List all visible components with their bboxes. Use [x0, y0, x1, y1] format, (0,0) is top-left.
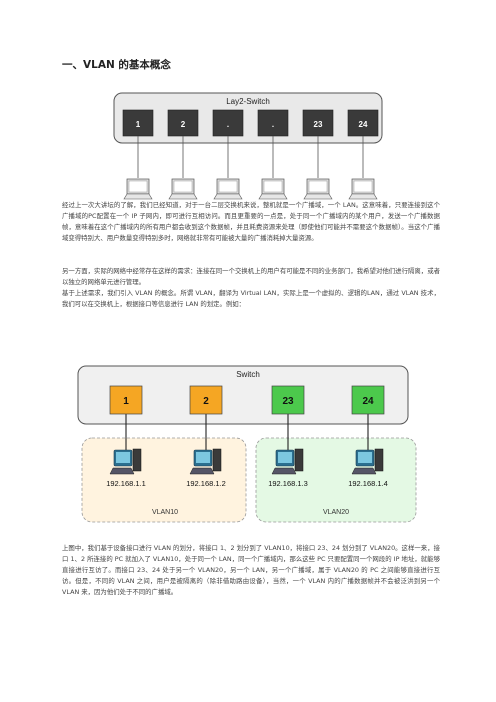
- switch-port: .: [212, 109, 244, 178]
- switch-port-label: .: [227, 120, 229, 129]
- switch-port: 23: [302, 109, 334, 178]
- switch-port: 1: [122, 109, 154, 178]
- switch-port-label: 23: [314, 120, 323, 129]
- layer2-switch: Lay2-Switch: [113, 92, 383, 144]
- switch-port-label: 2: [181, 120, 186, 129]
- switch-port-label: 24: [359, 120, 368, 129]
- paragraph-2: 另一方面，实际的网络中经常存在这样的需求：连接在同一个交换机上的用户有可能是不同…: [62, 267, 440, 286]
- switch-port: 2: [167, 109, 199, 178]
- paragraph-1: 经过上一次大讲坛的了解，我们已经知道，对于一台二层交换机来说，整机就是一个广播域…: [62, 201, 440, 242]
- computer-icon: [213, 178, 243, 200]
- switch-port: .: [257, 109, 289, 178]
- paragraph-4: 上图中，我们基于设备接口进行 VLAN 的划分，将接口 1、2 划分到了 VLA…: [62, 544, 440, 596]
- switch-port-label: 1: [136, 120, 141, 129]
- computer-icon: [123, 178, 153, 200]
- section-title: 一、VLAN 的基本概念: [62, 59, 171, 71]
- switch-port: 24: [347, 109, 379, 178]
- computer-icon: [168, 178, 198, 200]
- switch-port-label: .: [272, 120, 274, 129]
- computer-icon: [258, 178, 288, 200]
- computer-icon: [348, 178, 378, 200]
- paragraph-3: 基于上述需求，我们引入 VLAN 的概念。所谓 VLAN，翻译为 Virtual…: [62, 289, 440, 308]
- switch-label: Lay2-Switch: [226, 97, 270, 106]
- computer-icon: [303, 178, 333, 200]
